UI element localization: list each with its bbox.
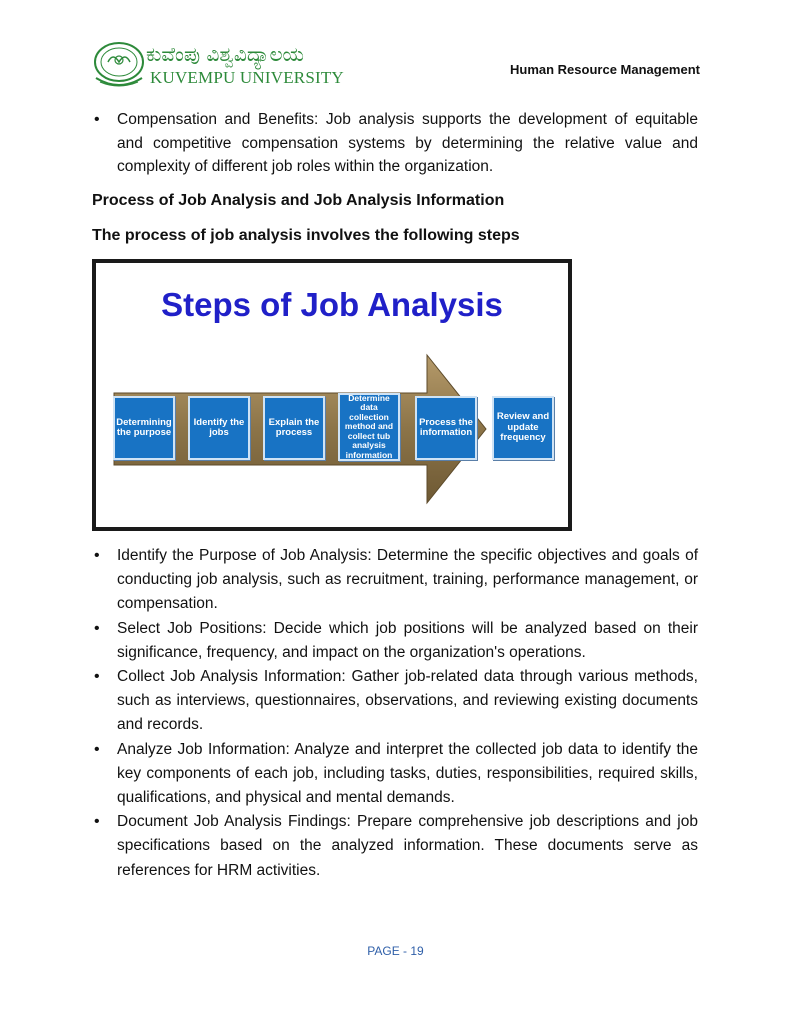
intro-paragraph: Compensation and Benefits: Job analysis … bbox=[92, 108, 698, 179]
steps-list: Identify the Purpose of Job Analysis: De… bbox=[92, 544, 698, 883]
list-item: Identify the Purpose of Job Analysis: De… bbox=[92, 544, 698, 617]
page-number: PAGE - 19 bbox=[367, 944, 424, 958]
list-item: Compensation and Benefits: Job analysis … bbox=[92, 108, 698, 179]
sub-heading: The process of job analysis involves the… bbox=[92, 227, 520, 244]
list-item: Select Job Positions: Decide which job p… bbox=[92, 617, 698, 665]
figure-title: Steps of Job Analysis bbox=[161, 286, 503, 323]
list-item: Analyze Job Information: Analyze and int… bbox=[92, 738, 698, 811]
step-box: Determine data collection method and col… bbox=[338, 393, 400, 461]
step-box: Explain the process bbox=[263, 396, 325, 460]
step-box: Review and update frequency bbox=[492, 396, 554, 460]
page-header: ಕುವೆಂಪು ವಿಶ್ವವಿದ್ಯಾಲಯ KUVEMPU UNIVERSITY… bbox=[92, 40, 700, 90]
list-item: Collect Job Analysis Information: Gather… bbox=[92, 665, 698, 738]
step-box: Identify the jobs bbox=[188, 396, 250, 460]
university-name-kannada: ಕುವೆಂಪು ವಿಶ್ವವಿದ್ಯಾಲಯ bbox=[146, 42, 304, 66]
step-box: Determining the purpose bbox=[113, 396, 175, 460]
university-name-english: KUVEMPU UNIVERSITY bbox=[150, 68, 344, 87]
step-box: Process the information bbox=[415, 396, 477, 460]
list-item: Document Job Analysis Findings: Prepare … bbox=[92, 810, 698, 883]
section-heading: Process of Job Analysis and Job Analysis… bbox=[92, 192, 505, 209]
university-seal-icon bbox=[94, 42, 144, 87]
course-title: Human Resource Management bbox=[510, 62, 700, 77]
process-arrow bbox=[113, 353, 487, 505]
